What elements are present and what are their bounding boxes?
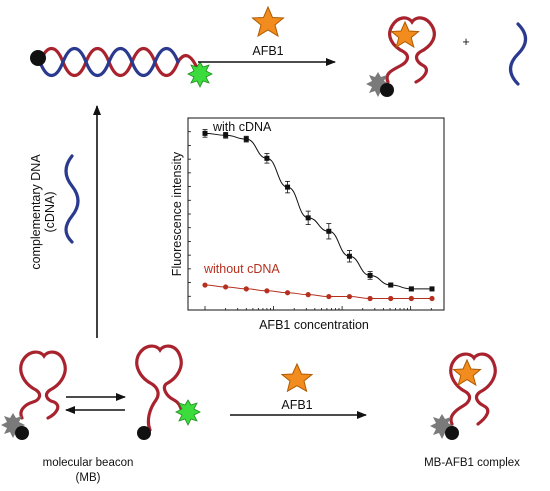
- data-point: [285, 184, 291, 190]
- mb-caption-line2: (MB): [76, 472, 101, 484]
- bottom-afb1-star-icon: [280, 362, 314, 393]
- bottom-complex-star-icon: [452, 358, 482, 387]
- mb-caption-line1: molecular beacon: [43, 457, 134, 469]
- data-point: [326, 228, 332, 234]
- chart-ylabel: Fluorescence intensity: [170, 151, 184, 276]
- chart-frame: [187, 117, 445, 311]
- bottom-arrow-label: AFB1: [281, 398, 312, 412]
- chart-series: [202, 129, 435, 302]
- duplex-mb-cdna: [30, 46, 213, 88]
- bottom-complex-ball: [445, 426, 459, 440]
- legend-without-cdna: without cDNA: [203, 262, 280, 276]
- hairpin-open-fluorophore-burst-icon: [175, 399, 201, 426]
- top-complex-star-icon: [390, 20, 420, 49]
- hairpin-open-ball: [137, 426, 151, 440]
- data-point: [264, 155, 270, 161]
- free-cdna-strand: [508, 22, 528, 86]
- data-point: [429, 295, 435, 302]
- fluorescence-chart: Fluorescence intensity AFB1 concentratio…: [170, 117, 445, 332]
- plus-sign: +: [462, 35, 469, 49]
- data-point: [367, 272, 373, 278]
- bottom-complex-strand: [449, 352, 497, 426]
- data-point: [367, 295, 373, 302]
- data-point: [264, 288, 270, 294]
- afb1-star-icon: [251, 5, 285, 38]
- chart-ticks: [188, 117, 432, 311]
- data-point: [284, 290, 291, 296]
- data-point: [202, 130, 208, 136]
- cdna-strand: [64, 154, 80, 244]
- duplex-blue-strand: [38, 46, 180, 78]
- data-point: [346, 253, 352, 259]
- quencher-ball: [30, 50, 46, 66]
- data-point: [388, 295, 394, 302]
- data-point: [223, 132, 229, 138]
- data-point: [243, 136, 249, 142]
- cdna-label-line1: complementary DNA: [29, 154, 43, 270]
- data-point: [305, 215, 311, 221]
- top-complex-strand: [385, 16, 436, 84]
- data-point: [388, 282, 394, 288]
- top-complex: [366, 16, 436, 97]
- cdna-label-line2: (cDNA): [43, 192, 57, 233]
- data-point: [408, 286, 414, 292]
- data-point: [223, 284, 229, 290]
- data-point: [429, 286, 435, 292]
- data-point: [243, 286, 249, 292]
- series-line-1: [204, 284, 432, 299]
- top-arrow-label: AFB1: [252, 44, 283, 58]
- data-point: [408, 295, 414, 302]
- fluorophore-burst-icon: [187, 61, 213, 88]
- hairpin-closed-strand: [19, 350, 67, 420]
- legend-with-cdna: with cDNA: [212, 120, 272, 134]
- data-point: [346, 293, 353, 300]
- data-point: [305, 292, 311, 298]
- data-point: [202, 282, 208, 288]
- complex-caption: MB-AFB1 complex: [424, 457, 520, 469]
- top-complex-ball: [380, 83, 394, 97]
- hairpin-closed: [1, 350, 67, 440]
- data-point: [326, 293, 332, 300]
- hairpin-closed-ball: [15, 426, 29, 440]
- hairpin-open: [135, 344, 201, 440]
- duplex-red-strand: [38, 46, 200, 78]
- bottom-complex: [430, 352, 497, 440]
- chart-xlabel: AFB1 concentration: [259, 318, 369, 332]
- hairpin-open-strand: [135, 344, 188, 432]
